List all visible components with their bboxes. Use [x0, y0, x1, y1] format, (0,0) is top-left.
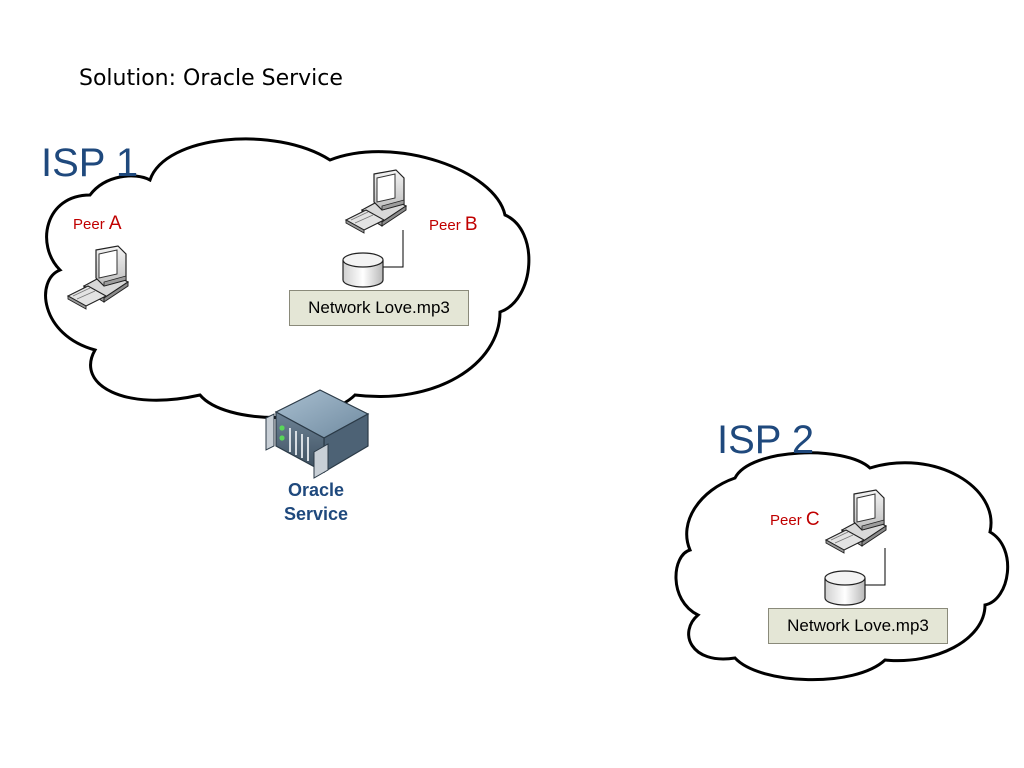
slide-title: Solution: Oracle Service [79, 66, 343, 91]
peer-c-label: Peer C [770, 509, 820, 531]
isp2-label: ISP 2 [717, 418, 815, 462]
peer-c-letter: C [805, 509, 820, 530]
peer-b-prefix: Peer [429, 217, 461, 234]
isp2-cloud [674, 451, 1010, 682]
oracle-service-label: Oracle Service [262, 478, 370, 526]
oracle-label-line2: Service [283, 504, 349, 524]
peer-c-prefix: Peer [770, 512, 802, 529]
peer-a-prefix: Peer [73, 216, 105, 233]
peer-b-file-label: Network Love.mp3 [289, 290, 469, 326]
peer-b-connector [383, 230, 404, 268]
peer-b-letter: B [464, 214, 478, 235]
peer-b-disk-icon [342, 252, 384, 288]
peer-c-connector [865, 548, 886, 586]
peer-a-label: Peer A [73, 213, 122, 235]
oracle-server-icon [265, 389, 370, 479]
peer-c-disk-icon [824, 570, 866, 606]
peer-a-letter: A [108, 213, 122, 234]
oracle-label-line1: Oracle [287, 480, 345, 500]
peer-c-file-label: Network Love.mp3 [768, 608, 948, 644]
peer-b-label: Peer B [429, 214, 478, 236]
isp1-label: ISP 1 [41, 141, 139, 185]
